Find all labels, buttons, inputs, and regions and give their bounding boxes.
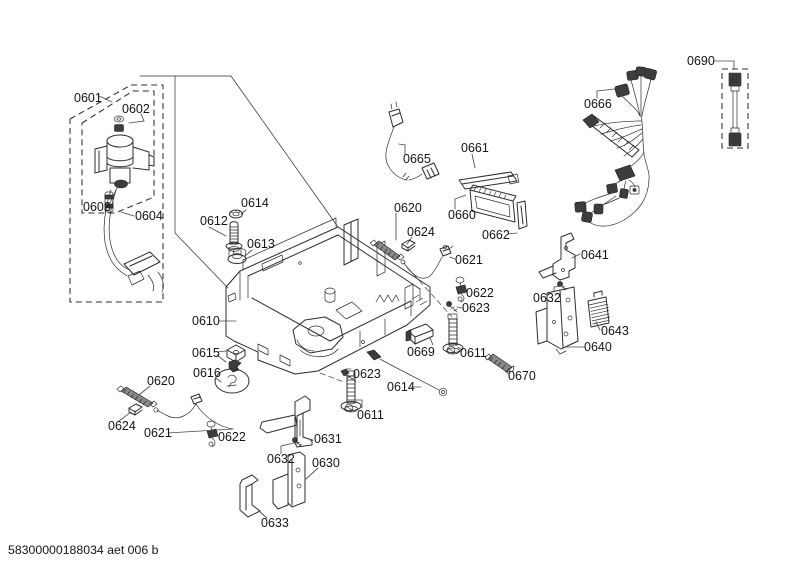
part-label-0601: 0601 [74, 91, 102, 105]
part-label-0641: 0641 [581, 248, 609, 262]
part-0624-clip-top [401, 239, 416, 252]
part-label-0614-top: 0614 [241, 196, 269, 210]
part-label-0670: 0670 [508, 369, 536, 383]
part-label-0624-top: 0624 [407, 225, 435, 239]
part-0661-trim-bar [458, 171, 520, 190]
part-label-0603: 0603 [83, 200, 111, 214]
part-0614-nut-top [229, 209, 243, 219]
part-label-0632-right: 0632 [533, 291, 561, 305]
part-0612-screw [225, 221, 243, 252]
part-label-0643: 0643 [601, 324, 629, 338]
part-0630-bracket [272, 451, 306, 510]
part-label-0662: 0662 [482, 228, 510, 242]
part-0610-base-assembly [225, 217, 431, 375]
part-label-0630: 0630 [312, 456, 340, 470]
part-label-0611-right: 0611 [460, 346, 487, 360]
part-0621-sensor-cable-top [400, 244, 454, 279]
part-0611-foot-mid [340, 370, 362, 413]
part-0662-side-panel [516, 200, 528, 230]
part-label-0602: 0602 [122, 102, 150, 116]
part-0622-clip-chain-top [455, 276, 468, 303]
part-0613-clamp-nut [227, 247, 247, 264]
part-label-0604: 0604 [135, 209, 163, 223]
part-label-0622-left: 0622 [218, 430, 246, 444]
part-0690-cable [721, 68, 749, 149]
part-0623-screw-top [446, 301, 458, 313]
part-label-0624-left: 0624 [108, 419, 136, 433]
part-0620-rail-top [369, 239, 405, 261]
part-0633-bracket [239, 474, 261, 518]
part-0665-power-cord [385, 101, 440, 181]
part-label-0610: 0610 [192, 314, 220, 328]
part-0615-clip-box [226, 344, 246, 373]
part-label-0621-left: 0621 [144, 426, 172, 440]
part-label-0620-left: 0620 [147, 374, 175, 388]
part-0669-spacer [405, 323, 434, 345]
part-0670-strip [484, 353, 515, 373]
part-0602-washer [113, 115, 125, 132]
part-label-0669: 0669 [407, 345, 435, 359]
part-0614-rod [366, 349, 448, 397]
part-0666-cable-harness [574, 66, 657, 227]
projection-lines [139, 75, 453, 383]
part-label-0623-mid: 0623 [353, 367, 381, 381]
part-label-0632-left: 0632 [267, 452, 295, 466]
part-0643-grille-block [587, 290, 611, 328]
part-0640-mounting-plate [535, 286, 579, 355]
part-label-0620-top: 0620 [394, 201, 422, 215]
part-label-0612: 0612 [200, 214, 228, 228]
part-0601-aquastop-assembly [69, 84, 164, 303]
part-labels: 0601 0602 0603 0604 0614 0612 0613 0610 … [74, 54, 715, 530]
part-label-0614-mid: 0614 [387, 380, 415, 394]
part-label-0690: 0690 [687, 54, 715, 68]
part-label-0623-top: 0623 [462, 301, 490, 315]
part-0631-bracket [259, 395, 313, 448]
part-label-0660: 0660 [448, 208, 476, 222]
part-0621-sensor-cable-left [153, 393, 234, 430]
part-label-0661: 0661 [461, 141, 489, 155]
part-0611-foot-right [442, 313, 464, 355]
part-label-0633: 0633 [261, 516, 289, 530]
part-label-0611-mid: 0611 [357, 408, 384, 422]
part-0632-screw-left [292, 437, 302, 447]
part-0622-clip-chain-left [206, 420, 219, 448]
part-label-0640: 0640 [584, 340, 612, 354]
part-0601-valve-body [94, 134, 155, 204]
part-0604-inlet-hose [103, 189, 164, 293]
part-label-0615: 0615 [192, 346, 220, 360]
part-label-0665: 0665 [403, 152, 431, 166]
part-label-0631: 0631 [314, 432, 342, 446]
part-0641-bracket [538, 232, 576, 281]
part-label-0621-top: 0621 [455, 253, 483, 267]
harness-connectors [574, 66, 657, 223]
document-code: 58300000188034 aet 006 b [8, 543, 159, 557]
part-0616-detail-circle [214, 368, 250, 394]
part-label-0613: 0613 [247, 237, 275, 251]
part-label-0666: 0666 [584, 97, 612, 111]
part-label-0622-top: 0622 [466, 286, 494, 300]
part-0620-rail-left [116, 385, 158, 408]
part-0660-condensation-channel [469, 184, 517, 223]
leader-lines [98, 60, 735, 519]
part-label-0616: 0616 [193, 366, 221, 380]
part-0624-clip-left [128, 403, 143, 416]
